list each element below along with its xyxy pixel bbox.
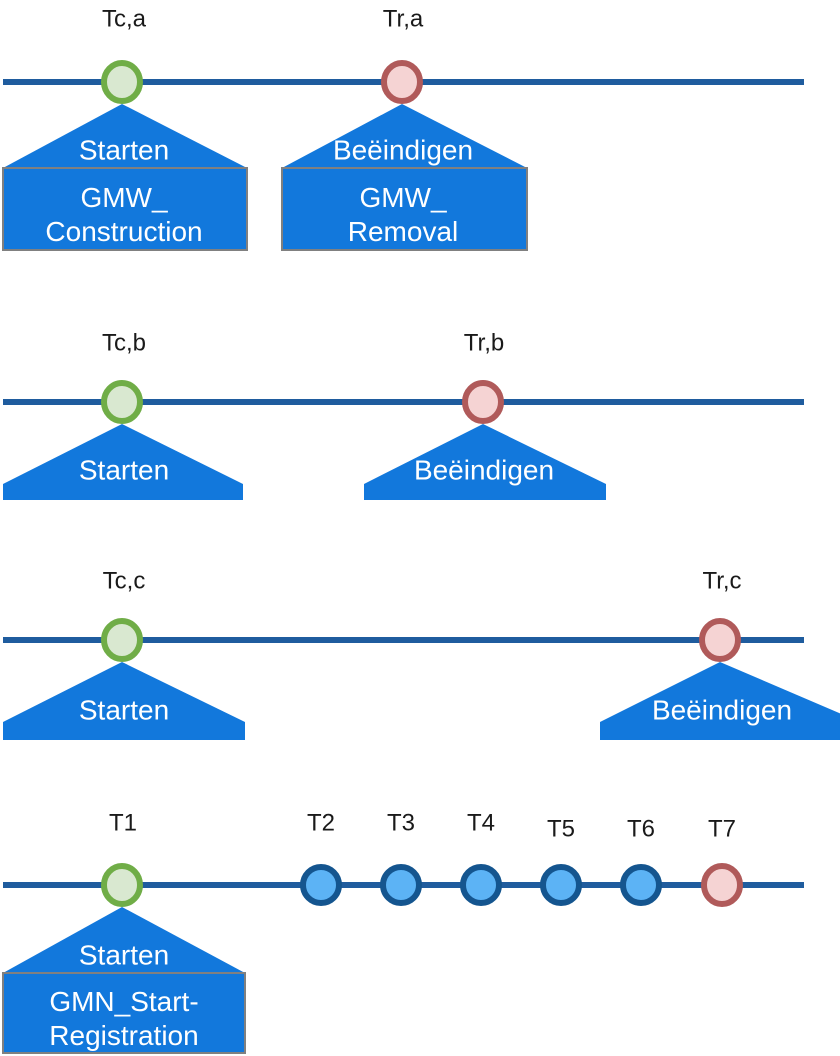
house-beeindigen-b[interactable]: Beëindigen [364, 424, 606, 500]
end-marker-trb-dot[interactable] [462, 380, 504, 424]
end-marker-t7-label: T7 [708, 815, 736, 842]
event-marker-t6[interactable]: T6 [620, 815, 662, 906]
end-marker-trc-label: Tr,c [702, 567, 741, 594]
house-beeindigen-b-roof-label: Beëindigen [414, 454, 554, 485]
house-beeindigen-c-roof [600, 662, 840, 740]
house-starten-c-roof-label: Starten [79, 694, 169, 725]
house-gmw-construction-roof-label: Starten [79, 134, 169, 165]
start-marker-tcb[interactable]: Tc,b [101, 329, 146, 424]
event-marker-t4-label: T4 [467, 809, 495, 836]
end-marker-t7-dot[interactable] [701, 863, 743, 907]
start-marker-tcc-dot[interactable] [101, 618, 143, 662]
event-marker-t2-dot[interactable] [300, 864, 342, 906]
event-marker-t2-label: T2 [307, 809, 335, 836]
start-marker-tcc[interactable]: Tc,c [101, 567, 146, 662]
house-gmw-removal-roof-label: Beëindigen [333, 134, 473, 165]
house-beeindigen-c-roof-label: Beëindigen [652, 694, 792, 725]
timeline-row-row-a: StartenGMW_ConstructionBeëindigenGMW_Rem… [2, 5, 804, 251]
start-marker-tca-label: Tc,a [102, 5, 147, 32]
start-marker-tca[interactable]: Tc,a [101, 5, 147, 104]
event-marker-t3-label: T3 [387, 809, 415, 836]
house-gmw-construction-box-label: GMW_Construction [45, 182, 202, 247]
event-marker-t4-dot[interactable] [460, 864, 502, 906]
house-gmn-start-registration-roof-label: Starten [79, 939, 169, 970]
end-marker-trb-label: Tr,b [464, 329, 504, 356]
house-gmn-start-registration-box[interactable] [2, 972, 246, 1054]
event-marker-t4[interactable]: T4 [460, 809, 502, 906]
end-marker-tra-dot[interactable] [381, 60, 423, 104]
house-gmw-removal-box[interactable] [281, 167, 528, 251]
event-marker-t5[interactable]: T5 [540, 815, 582, 906]
house-beeindigen-c[interactable]: Beëindigen [600, 662, 840, 740]
house-gmn-start-registration-box-label: GMN_Start-Registration [49, 986, 198, 1051]
timeline-row-row-b: Starten Beëindigen Tc,b Tr,b [3, 329, 804, 500]
house-starten-c[interactable]: Starten [3, 662, 245, 740]
event-marker-t3-dot[interactable] [380, 864, 422, 906]
start-marker-t1[interactable]: T1 [101, 809, 143, 907]
house-gmw-construction-box[interactable] [2, 167, 248, 251]
start-marker-t1-label: T1 [109, 809, 137, 836]
event-marker-t5-dot[interactable] [540, 864, 582, 906]
start-marker-tcb-dot[interactable] [101, 380, 143, 424]
start-marker-tcb-label: Tc,b [102, 329, 146, 356]
end-marker-trc[interactable]: Tr,c [699, 567, 742, 662]
end-marker-tra[interactable]: Tr,a [381, 5, 424, 104]
timeline-row-row-c: Starten Beëindigen Tc,c Tr,c [3, 567, 840, 740]
start-marker-tca-dot[interactable] [101, 60, 143, 104]
event-marker-t3[interactable]: T3 [380, 809, 422, 906]
house-starten-c-roof [3, 662, 245, 740]
start-marker-t1-dot[interactable] [101, 863, 143, 907]
event-marker-t2[interactable]: T2 [300, 809, 342, 906]
house-gmw-removal-box-label: GMW_Removal [348, 182, 458, 247]
event-marker-t6-label: T6 [627, 815, 655, 842]
house-beeindigen-b-roof [364, 424, 606, 500]
house-starten-b-roof [3, 424, 243, 500]
end-marker-trb[interactable]: Tr,b [462, 329, 504, 424]
event-marker-t5-label: T5 [547, 815, 575, 842]
start-marker-tcc-label: Tc,c [103, 567, 146, 594]
end-marker-trc-dot[interactable] [699, 618, 741, 662]
end-marker-t7[interactable]: T7 [701, 815, 743, 907]
house-starten-b[interactable]: Starten [3, 424, 243, 500]
event-marker-t6-dot[interactable] [620, 864, 662, 906]
house-starten-b-roof-label: Starten [79, 454, 169, 485]
end-marker-tra-label: Tr,a [383, 5, 424, 32]
